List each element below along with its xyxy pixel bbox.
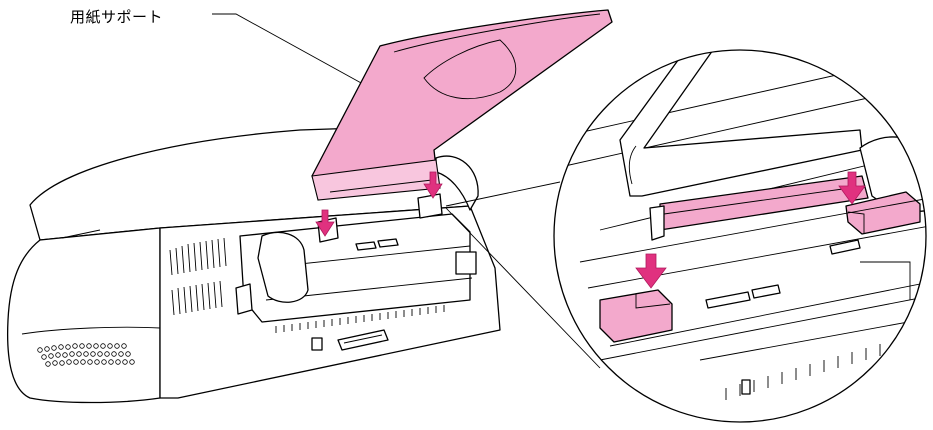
vent-grille-upper: [169, 237, 227, 276]
support-emboss: [423, 39, 517, 100]
support-crease: [329, 179, 433, 193]
zoom-slot-window: [751, 284, 781, 299]
zoom-lower-rail: [609, 281, 926, 347]
zoom-frame-curve: [628, 145, 637, 185]
zoom-tab-left: [649, 205, 665, 241]
zoom-bracket: [860, 261, 911, 300]
paper-support-label: 用紙サポート: [70, 8, 164, 26]
parallel-port: [337, 329, 389, 351]
zoom-connector-bottom: [445, 207, 601, 369]
cover-mark: [61, 229, 101, 239]
down-arrow-icon: [635, 253, 667, 289]
printer-front-face: [6, 227, 161, 404]
usb-port: [311, 337, 323, 351]
zoom-guide-edge: [635, 294, 671, 309]
edge-guide-small: [417, 193, 443, 219]
zoom-slot-window: [705, 291, 751, 309]
leader-line: [212, 13, 393, 101]
zoom-rail: [579, 197, 926, 263]
zoom-support-frame: [619, 50, 863, 197]
down-arrow-icon: [315, 209, 335, 237]
zoom-lower-rail: [699, 317, 926, 361]
power-socket: [455, 251, 477, 275]
zoom-connector-top: [445, 181, 561, 207]
front-speaker-holes: [37, 343, 135, 367]
down-arrow-icon: [423, 171, 443, 199]
zoom-edge-guide-left: [599, 289, 673, 343]
slot-window: [377, 238, 399, 248]
side-latch: [235, 283, 253, 315]
support-pivot: [435, 155, 479, 211]
zoom-circle-bg: [554, 50, 926, 422]
zoom-base-crease: [663, 185, 865, 215]
slot-teeth: [275, 305, 445, 333]
slot-window: [355, 241, 377, 251]
zoom-guide-edge: [847, 211, 865, 234]
zoom-edge: [599, 295, 926, 361]
zoom-slot-window: [829, 239, 861, 255]
down-arrow-icon: [838, 171, 866, 205]
printer-body: [6, 127, 501, 404]
zoom-edge-guide-right: [845, 191, 921, 235]
zoom-detail: [555, 50, 926, 400]
vent-grille-lower: [171, 280, 223, 316]
front-seam: [21, 326, 161, 335]
port-pins: [343, 334, 383, 344]
zoom-circle-outline: [553, 49, 927, 423]
support-rim: [393, 13, 601, 53]
paper-support-small: [311, 9, 613, 201]
feed-roller: [257, 231, 309, 303]
zoom-tooth-block: [741, 379, 751, 395]
